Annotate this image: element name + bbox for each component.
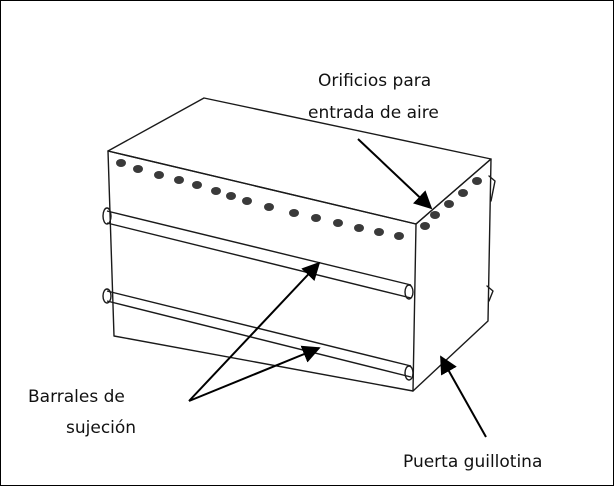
arrow-air-holes: [357, 138, 433, 210]
lower-holding-bar: [102, 288, 414, 381]
arrow-bar-upper: [188, 261, 321, 402]
label-air-holes-line1: Orificios para: [318, 71, 431, 91]
air-holes: [116, 159, 482, 240]
box-side-face: [412, 158, 492, 392]
arrow-door: [440, 355, 487, 438]
arrow-bar-lower: [188, 345, 321, 402]
label-door: Puerta guillotina: [403, 452, 542, 472]
upper-holding-bar: [102, 207, 414, 300]
label-air-holes-line2: entrada de aire: [308, 103, 439, 123]
box-front-face: [107, 150, 417, 392]
label-bars-line1: Barrales de: [28, 387, 125, 407]
label-bars-line2: sujeción: [66, 418, 136, 438]
